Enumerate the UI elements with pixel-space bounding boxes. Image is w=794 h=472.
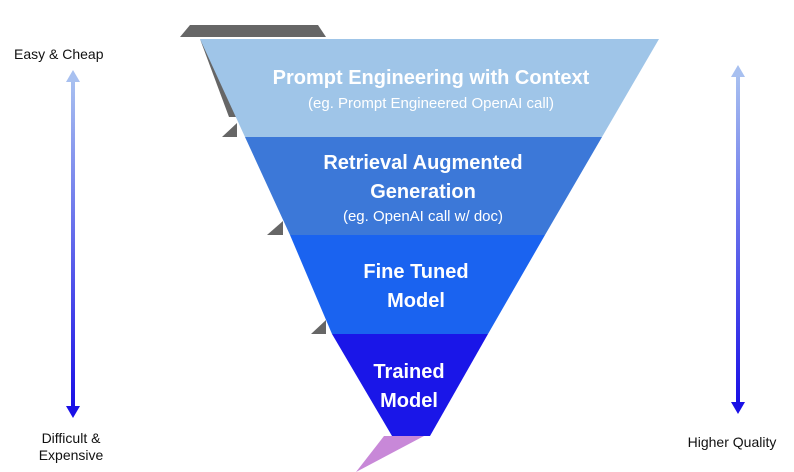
difficult-expensive-label: Difficult & Expensive	[38, 430, 104, 463]
right-arrow-head-top	[731, 65, 745, 77]
higher-quality-label: Higher Quality	[687, 434, 777, 450]
tier-fine-tuned-title-line-2: Model	[387, 290, 445, 312]
tier-shadow-4	[311, 320, 326, 334]
tier-rag-title-line-1: Retrieval Augmented	[323, 152, 522, 174]
easy-cheap-label: Easy & Cheap	[14, 46, 104, 62]
left-arrow-head-bottom	[66, 406, 80, 418]
right-arrow-shaft	[736, 75, 740, 403]
tier-prompt-engineering-subtitle: (eg. Prompt Engineered OpenAI call)	[308, 95, 554, 112]
tier-shadow-2	[222, 123, 237, 137]
tier-rag	[245, 137, 602, 235]
tier-trained	[332, 334, 488, 436]
tier-trained-title-line-2: Model	[380, 390, 438, 412]
funnel-shadow-top	[180, 25, 326, 37]
tier-prompt-engineering-title: Prompt Engineering with Context	[273, 67, 590, 89]
right-arrow-head-bottom	[731, 402, 745, 414]
tier-trained-title-line-1: Trained	[373, 361, 444, 383]
tier-rag-title-line-2: Generation	[370, 181, 476, 203]
tier-fine-tuned-title-line-1: Fine Tuned	[363, 261, 468, 283]
left-scale-arrow	[66, 70, 80, 418]
left-arrow-head-top	[66, 70, 80, 82]
right-scale-arrow	[731, 65, 745, 414]
tier-rag-subtitle: (eg. OpenAI call w/ doc)	[343, 208, 503, 225]
tier-prompt-engineering	[200, 39, 659, 137]
funnel-tip-accent	[356, 436, 424, 472]
tier-shadow-3	[267, 221, 283, 235]
tier-fine-tuned	[290, 235, 545, 334]
left-arrow-shaft	[71, 80, 75, 407]
